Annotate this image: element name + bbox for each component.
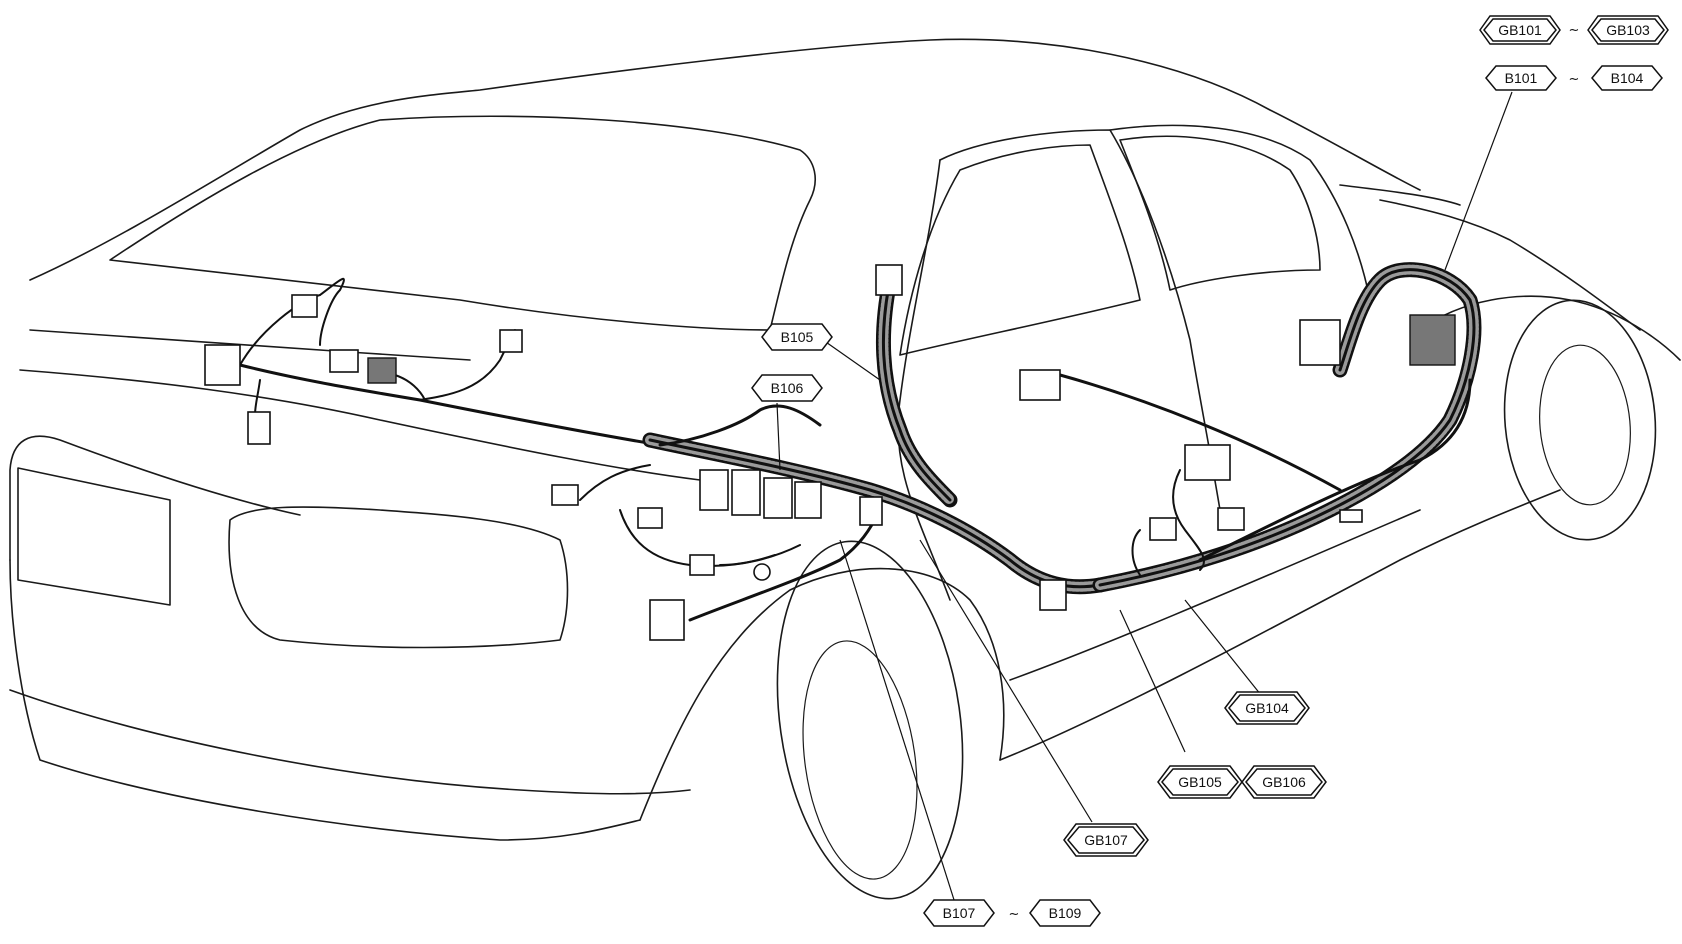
connector-icon [1149,517,1177,541]
connector-icon [367,357,397,384]
connector-icon [1019,369,1061,401]
tag-b104: B104 [1591,65,1663,91]
label-b107: B107 [943,905,976,921]
relay-icon [699,469,729,511]
leader-lines [776,91,1513,904]
trunk-module-icon [204,344,241,386]
connector-icon [649,599,685,641]
connector-icon [637,507,663,529]
connector-icon [875,264,903,296]
label-tags: GB101 ~ GB103 B101 ~ B104 B105 B106 [751,15,1669,927]
label-gb106: GB106 [1262,774,1306,790]
harness-routing [238,262,1482,622]
ground-terminal-icon [753,563,771,581]
label-b109: B109 [1049,905,1082,921]
label-gb103: GB103 [1606,22,1650,38]
label-b104: B104 [1611,70,1644,86]
tag-gb101: GB101 [1479,15,1561,45]
range-tilde: ~ [1009,907,1020,922]
tag-b106: B106 [751,374,823,402]
connector-icon [329,349,359,373]
range-tilde: ~ [1569,72,1580,87]
connector-icon [1217,507,1245,531]
tag-gb106: GB106 [1241,765,1327,799]
tag-b101: B101 [1485,65,1557,91]
connector-icon [689,554,715,576]
tag-gb103: GB103 [1587,15,1669,45]
range-tilde: ~ [1569,23,1580,38]
label-gb105: GB105 [1178,774,1222,790]
label-gb107: GB107 [1084,832,1128,848]
label-gb101: GB101 [1498,22,1542,38]
label-b105: B105 [781,329,814,345]
connector-icon [1339,509,1363,523]
tag-b107: B107 [923,899,995,927]
connector-icon [859,496,883,526]
connectors [204,264,1456,641]
junction-block-icon [1409,314,1456,366]
relay-icon [731,469,761,516]
tag-b105: B105 [761,323,833,351]
tag-gb107: GB107 [1063,823,1149,857]
tag-b109: B109 [1029,899,1101,927]
label-gb104: GB104 [1245,700,1289,716]
connector-icon [247,411,271,445]
connector-icon [499,329,523,353]
grommet-icon [1039,579,1067,611]
tag-gb105: GB105 [1157,765,1243,799]
connector-icon [1299,319,1341,366]
relay-icon [794,481,822,519]
tag-gb104: GB104 [1224,691,1310,725]
label-b101: B101 [1505,70,1538,86]
connector-icon [291,294,318,318]
car-body-outline [9,38,1681,900]
relay-icon [763,477,793,519]
bulb-socket-icon [551,484,579,506]
label-b106: B106 [771,380,804,396]
module-icon [1184,444,1231,481]
